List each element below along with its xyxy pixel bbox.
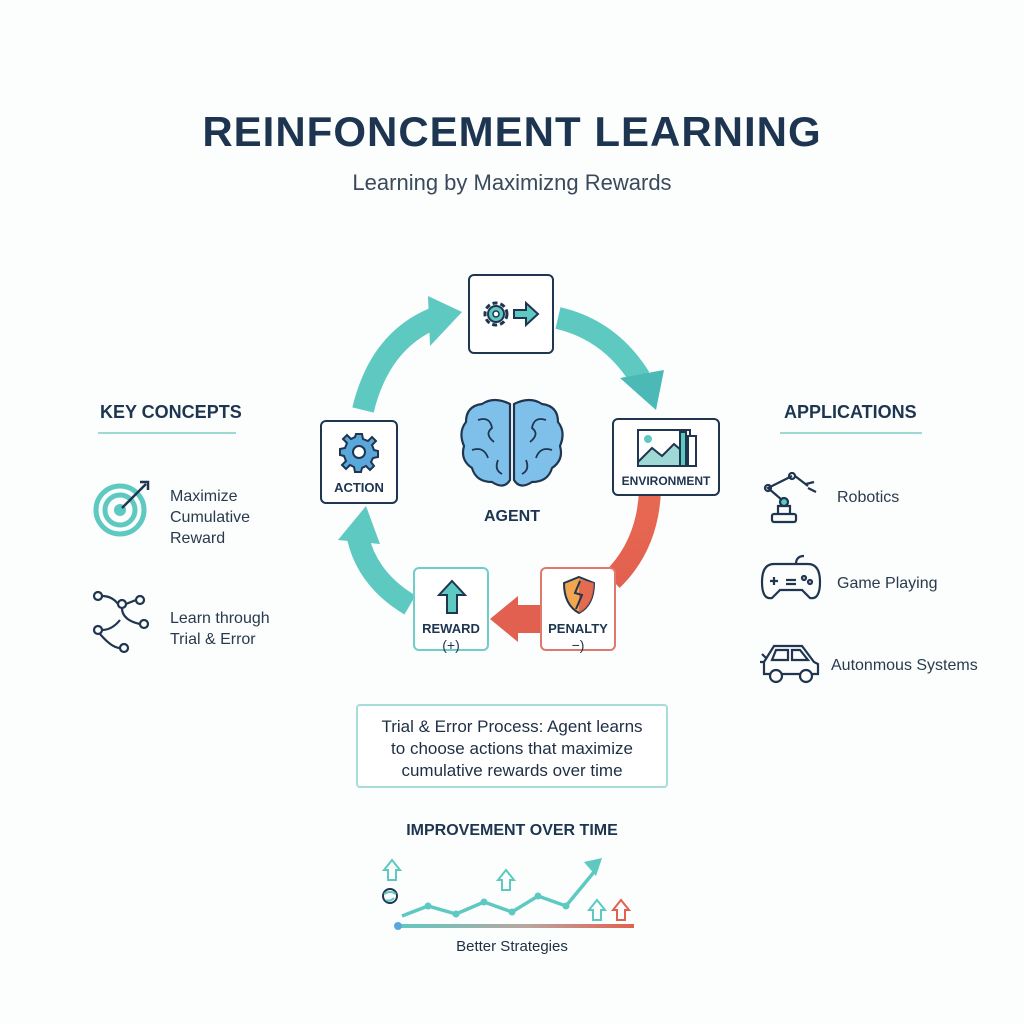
- info-line: to choose actions that maximize: [391, 739, 633, 758]
- arc-action-to-top: [352, 307, 440, 413]
- branching-path-icon: [92, 590, 150, 654]
- arc-top-to-environment: [555, 307, 650, 385]
- concept-line: Cumulative: [170, 509, 251, 526]
- page-title: REINFONCEMENT LEARNING: [202, 108, 822, 155]
- car-icon: [760, 644, 820, 684]
- page-subtitle: Learning by Maximizng Rewards: [352, 170, 672, 195]
- concept-line: Trial & Error: [170, 631, 256, 648]
- concept-line: Learn through: [170, 610, 270, 627]
- app-robotics: Robotics: [837, 489, 900, 506]
- up-arrow-icon: [381, 858, 608, 921]
- timeline-start-dot: [394, 922, 402, 930]
- globe-icon: [382, 888, 398, 904]
- reward-sign: (+): [442, 637, 460, 653]
- gamepad-icon: [760, 554, 822, 600]
- applications-heading: APPLICATIONS: [784, 402, 917, 422]
- action-label: ACTION: [334, 480, 384, 495]
- info-line: cumulative rewards over time: [401, 761, 623, 780]
- arrow-penalty-to-reward-shaft: [516, 605, 542, 633]
- concept-line: Reward: [170, 530, 226, 547]
- info-line: Trial & Error Process: Agent learns: [381, 717, 643, 736]
- penalty-sign: −): [571, 637, 585, 653]
- reward-node: REWARD (+): [413, 567, 489, 653]
- arrowhead-top-right: [620, 370, 664, 410]
- environment-node: ENVIRONMENT: [612, 418, 720, 496]
- concept-maximize-reward: Maximize Cumulative Reward: [170, 486, 250, 549]
- improvement-graph: [381, 858, 634, 930]
- arc-reward-to-action: [347, 535, 416, 615]
- penalty-label: PENALTY: [548, 621, 608, 636]
- improvement-heading: IMPROVEMENT OVER TIME: [406, 822, 618, 839]
- app-game-playing: Game Playing: [837, 575, 938, 592]
- landscape-icon: [637, 429, 697, 467]
- key-concepts-heading: KEY CONCEPTS: [100, 402, 242, 422]
- environment-label: ENVIRONMENT: [621, 474, 711, 488]
- improvement-points: [424, 892, 570, 918]
- brain-icon: [460, 398, 564, 487]
- action-node: ACTION: [320, 420, 398, 504]
- timeline-bar: [396, 924, 634, 928]
- gear-icon: [339, 433, 379, 473]
- arc-environment-to-penalty: [604, 489, 661, 588]
- broken-shield-icon: [562, 575, 596, 615]
- robot-arm-icon: [763, 471, 817, 524]
- improvement-line: [401, 870, 596, 918]
- improvement-arrowhead: [584, 858, 602, 876]
- arrowhead-penalty-to-reward: [490, 596, 518, 642]
- key-concepts-underline: [98, 432, 236, 434]
- up-arrow-icon: [436, 579, 468, 614]
- concept-line: Maximize: [170, 488, 238, 505]
- arrowhead-top-left: [428, 296, 462, 346]
- reward-label: REWARD: [422, 621, 480, 636]
- arrowhead-bottom-left: [338, 506, 380, 544]
- policy-node: [468, 274, 554, 354]
- up-arrow-icon: [610, 898, 632, 921]
- trial-error-info-box: Trial & Error Process: Agent learns to c…: [356, 704, 668, 788]
- concept-trial-error: Learn through Trial & Error: [170, 608, 270, 650]
- improvement-footer: Better Strategies: [456, 938, 568, 955]
- app-autonomous-systems: Autonmous Systems: [831, 657, 978, 674]
- gear-arrow-icon: [483, 300, 540, 328]
- penalty-node: PENALTY −): [540, 567, 616, 653]
- applications-underline: [780, 432, 922, 434]
- target-icon: [93, 480, 150, 537]
- agent-label: AGENT: [484, 508, 540, 525]
